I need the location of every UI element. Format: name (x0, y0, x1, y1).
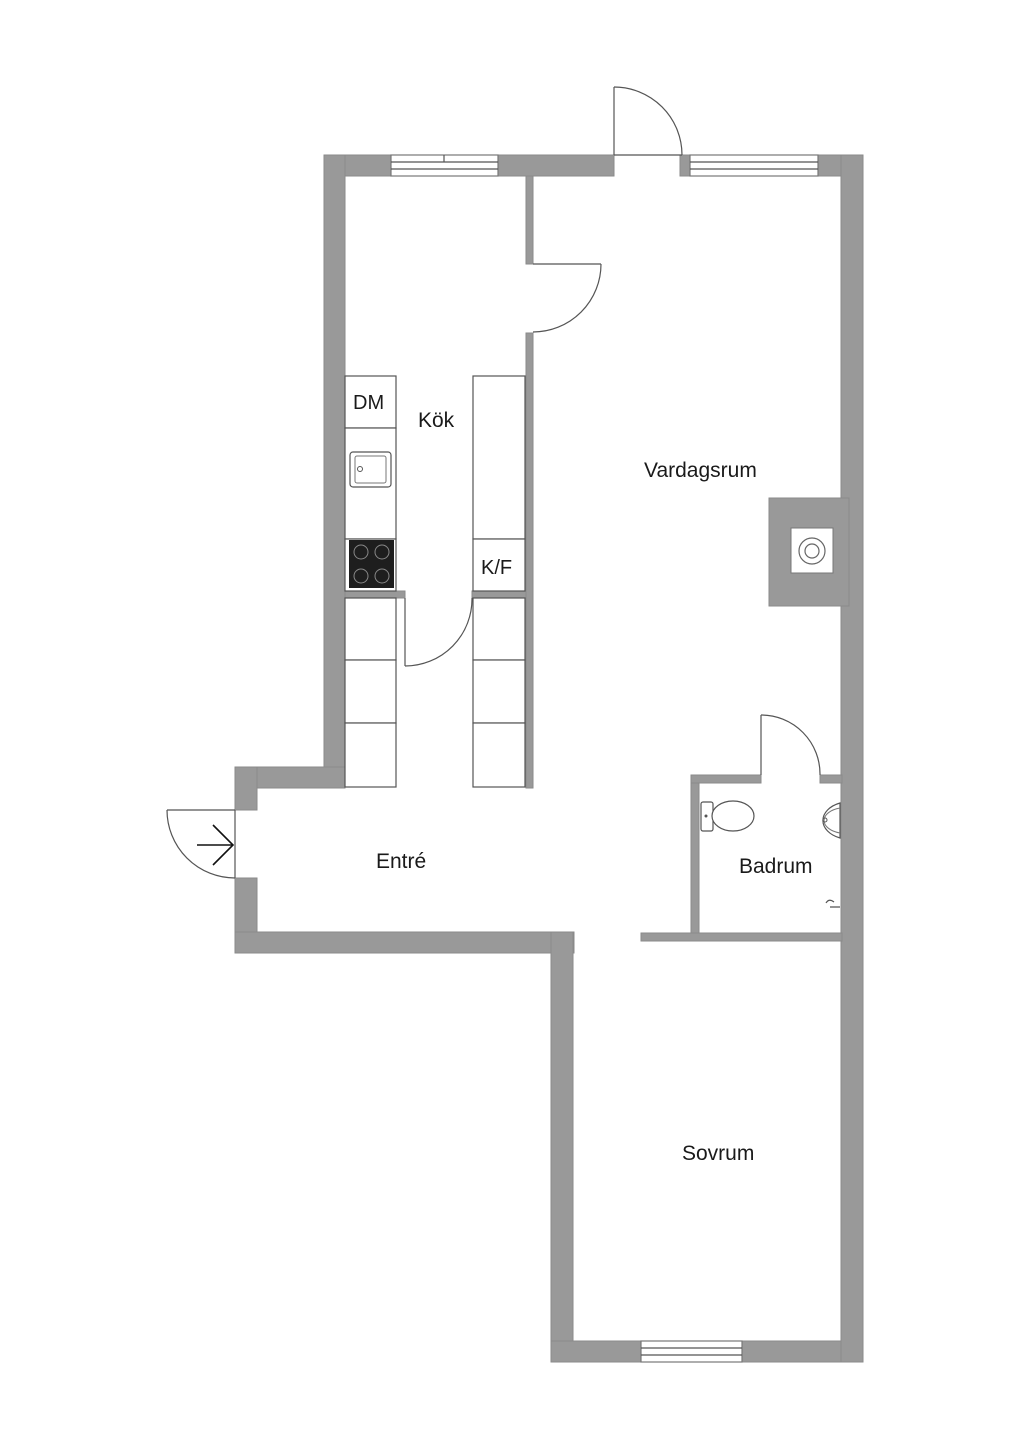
bathroom-fixtures (700, 800, 841, 908)
cabinet-right-3 (472, 722, 526, 788)
stove-icon (349, 540, 394, 588)
fixture-label-dm: DM (353, 392, 384, 414)
wall-bedroom-west (550, 931, 574, 1363)
room-label-vardagsrum: Vardagsrum (644, 459, 757, 482)
door-kitchen-living (532, 263, 602, 333)
cabinet-left-1 (344, 597, 397, 661)
right-counter (472, 375, 526, 540)
fridge-freezer-unit (472, 538, 526, 592)
window-kitchen (390, 154, 499, 177)
wall-kitchen-east-top (525, 175, 534, 265)
shower-icon (825, 899, 840, 908)
cabinet-left-3 (344, 722, 397, 788)
entrance-arrow-icon (197, 824, 235, 866)
cabinet-right-2 (472, 659, 526, 724)
wall-kitchen-west (323, 154, 346, 789)
cabinet-left-2 (344, 659, 397, 724)
cabinet-right-1 (472, 597, 526, 661)
wall-kitchen-counter-ledge (344, 590, 406, 599)
wall-bath-north-right (819, 774, 843, 784)
windows (390, 154, 819, 1363)
room-label-entre: Entré (376, 850, 426, 873)
wall-kitchen-counter-ledge-right (471, 590, 527, 599)
wall-entry-south (234, 931, 575, 954)
wall-bath-west (690, 774, 700, 941)
room-label-sovrum: Sovrum (682, 1142, 754, 1165)
toilet-icon (700, 800, 755, 832)
wall-entry-west-top (234, 766, 258, 811)
wall-top-post (679, 154, 691, 177)
wall-kitchen-east-bottom (525, 332, 534, 789)
sink-icon (349, 451, 392, 488)
doors (166, 86, 821, 879)
fixture-label-kf: K/F (481, 557, 512, 579)
door-balcony (613, 86, 683, 156)
interior-walls (344, 175, 843, 942)
wall-bottom-left (550, 1340, 642, 1363)
room-label-badrum: Badrum (739, 855, 813, 878)
kitchen-fixtures (344, 375, 526, 788)
door-bathroom (760, 714, 821, 776)
fireplace-icon (790, 527, 834, 574)
door-kitchen-small (404, 597, 473, 667)
room-label-kok: Kök (418, 409, 455, 432)
wall-east (840, 154, 864, 1363)
window-bedroom (640, 1340, 743, 1363)
wall-top-mid (497, 154, 615, 177)
wall-bath-south (640, 932, 843, 942)
washbasin-icon (822, 802, 841, 839)
door-front (166, 809, 236, 879)
window-living (689, 154, 819, 177)
dishwasher-unit (344, 375, 397, 429)
outer-walls (234, 154, 864, 1363)
wall-bath-north-left (690, 774, 762, 784)
